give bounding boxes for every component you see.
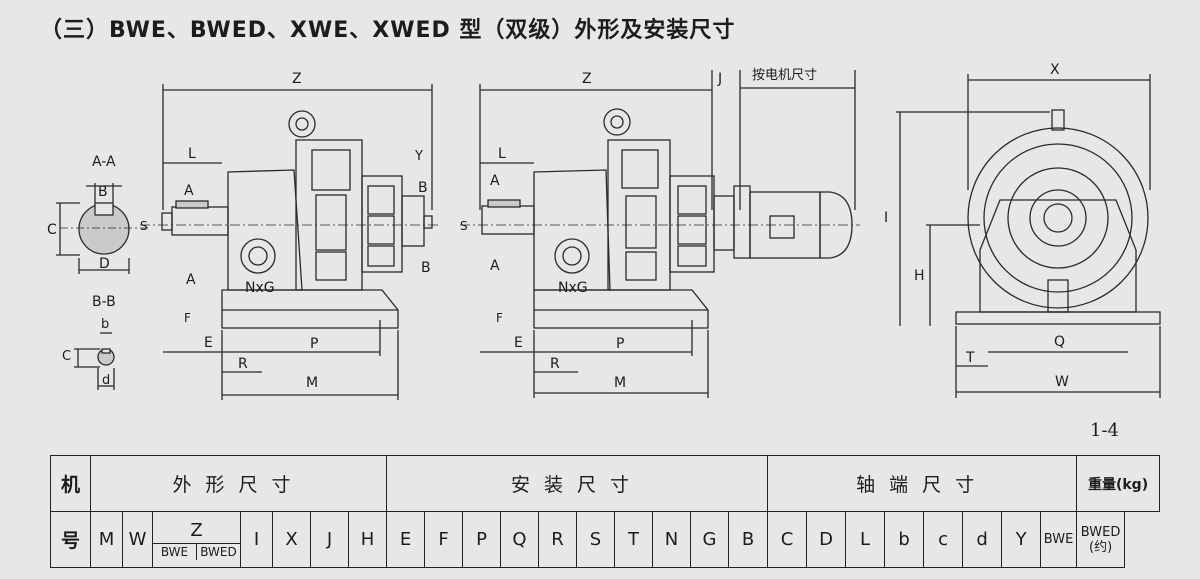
label-c-small: C	[62, 349, 71, 364]
col-f: F	[424, 511, 464, 568]
label-s2: S	[460, 219, 468, 233]
col-weight-bwed-label: BWED	[1080, 524, 1121, 540]
col-t: T	[614, 511, 654, 568]
label-a2-bottom: A	[490, 258, 500, 274]
col-c: C	[767, 511, 808, 568]
label-r2: R	[550, 356, 560, 372]
col-z-bwe: BWE	[160, 544, 189, 559]
col-p: P	[462, 511, 502, 568]
label-r: R	[238, 356, 248, 372]
label-nxg: NxG	[245, 280, 275, 296]
section-bb-label: B-B	[92, 294, 116, 310]
label-f2: F	[496, 311, 503, 325]
col-e: E	[386, 511, 426, 568]
label-l: L	[188, 146, 196, 162]
figure-number: 1-4	[1090, 420, 1119, 441]
label-nxg2: NxG	[558, 280, 588, 296]
group-weight: 重量(kg)	[1076, 455, 1160, 512]
col-b-small: b	[884, 511, 925, 568]
col-d-small: d	[962, 511, 1003, 568]
label-c: C	[47, 222, 57, 238]
label-m: M	[306, 375, 318, 391]
col-b: B	[728, 511, 769, 568]
label-q: Q	[1054, 334, 1065, 350]
label-h: H	[914, 268, 925, 284]
col-weight-approx: (约)	[1089, 539, 1113, 555]
group-install: 安装尺寸	[386, 455, 769, 512]
col-m: M	[90, 511, 123, 568]
col-weight-bwe: BWE	[1040, 511, 1078, 568]
section-a-a: A-A B C D	[47, 154, 148, 274]
col-machine-bottom: 号	[50, 511, 91, 568]
group-outline: 外形尺寸	[89, 455, 388, 512]
page-title: （三）BWE、BWED、XWE、XWED 型（双级）外形及安装尺寸	[40, 18, 736, 43]
col-z-bwed: BWED	[196, 543, 240, 560]
label-l2: L	[498, 146, 506, 162]
section-aa-label: A-A	[92, 154, 116, 170]
col-l: L	[845, 511, 886, 568]
col-d: D	[806, 511, 847, 568]
col-c-small: c	[923, 511, 964, 568]
col-w: W	[122, 511, 153, 568]
col-i: I	[240, 511, 273, 568]
label-j: J	[717, 71, 722, 87]
label-b-right-bottom: B	[421, 260, 431, 276]
label-f: F	[184, 311, 191, 325]
label-p: P	[310, 336, 318, 352]
section-b-b: B-B b C d	[62, 294, 116, 390]
label-d: D	[99, 256, 110, 272]
col-g: G	[690, 511, 730, 568]
col-z-label: Z	[190, 519, 203, 541]
label-e: E	[204, 335, 213, 351]
label-a-bottom: A	[186, 272, 196, 288]
label-p2: P	[616, 336, 624, 352]
col-x: X	[272, 511, 311, 568]
label-b: B	[98, 184, 108, 200]
col-machine-top: 机	[50, 455, 91, 512]
label-motor-size: 按电机尺寸	[752, 68, 817, 83]
col-q: Q	[500, 511, 540, 568]
label-z: Z	[292, 71, 302, 87]
label-b-right: B	[418, 180, 428, 196]
col-r: R	[538, 511, 578, 568]
col-n: N	[652, 511, 692, 568]
label-m2: M	[614, 375, 626, 391]
col-j: J	[310, 511, 349, 568]
front-view-xwe: Z J 按电机尺寸 L A A S	[460, 68, 860, 398]
label-y: Y	[414, 149, 423, 164]
label-s: S	[140, 219, 148, 233]
side-view: X I H Q T W	[884, 62, 1161, 398]
label-d-small: d	[102, 373, 110, 388]
label-t: T	[965, 350, 975, 366]
label-i: I	[884, 210, 888, 226]
col-s: S	[576, 511, 616, 568]
dimension-table: 机 外形尺寸 安装尺寸 轴端尺寸 重量(kg) 号 M W Z BWE BWED…	[50, 455, 1160, 568]
col-weight-bwed: BWED (约)	[1076, 511, 1126, 568]
col-z: Z BWE BWED	[152, 511, 241, 568]
label-a-top: A	[184, 183, 194, 199]
label-b-small: b	[101, 317, 109, 332]
col-h: H	[347, 511, 388, 568]
front-view-bwe: Z L A A S Y B B Nx	[140, 71, 440, 400]
label-e2: E	[514, 335, 523, 351]
group-shaft: 轴端尺寸	[767, 455, 1078, 512]
label-a2-top: A	[490, 173, 500, 189]
label-x: X	[1050, 62, 1060, 78]
label-z2: Z	[582, 71, 592, 87]
col-y: Y	[1001, 511, 1042, 568]
label-w: W	[1055, 374, 1069, 390]
reducer-outline-drawing: A-A B C D B-B b C d Z	[47, 62, 1161, 400]
